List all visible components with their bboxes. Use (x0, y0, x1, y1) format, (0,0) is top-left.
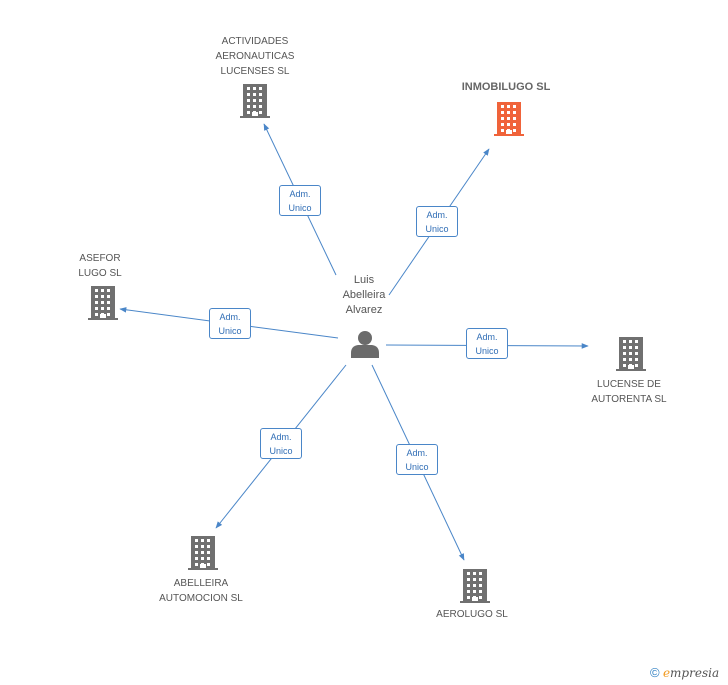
building-icon[interactable] (616, 337, 646, 376)
building-icon[interactable] (494, 102, 524, 141)
company-label-abelleira[interactable]: ABELLEIRA AUTOMOCION SL (159, 578, 243, 604)
building-icon[interactable] (460, 569, 490, 608)
company-label-asefor[interactable]: ASEFOR LUGO SL (78, 253, 122, 279)
brand-name: mpresia (670, 666, 720, 680)
person-name[interactable]: Luis Abelleira Alvarez (342, 274, 386, 316)
brand-initial: e (662, 666, 671, 680)
building-icon[interactable] (88, 286, 118, 325)
role-badge-actividades[interactable]: Adm. Unico (279, 185, 321, 216)
building-icon[interactable] (188, 536, 218, 575)
building-icon[interactable] (240, 84, 270, 123)
footer-brand: © empresia (650, 665, 719, 680)
company-label-actividades[interactable]: ACTIVIDADES AERONAUTICAS LUCENSES SL (215, 36, 295, 77)
role-badge-lucense[interactable]: Adm. Unico (466, 328, 508, 359)
role-badge-abelleira[interactable]: Adm. Unico (260, 428, 302, 459)
role-badge-inmobilugo[interactable]: Adm. Unico (416, 206, 458, 237)
copyright-icon: © (650, 665, 660, 680)
role-badge-aerolugo[interactable]: Adm. Unico (396, 444, 438, 475)
company-label-aerolugo[interactable]: AEROLUGO SL (436, 609, 508, 620)
role-badge-asefor[interactable]: Adm. Unico (209, 308, 251, 339)
company-label-lucense[interactable]: LUCENSE DE AUTORENTA SL (591, 379, 667, 405)
person-icon[interactable] (350, 330, 380, 363)
company-label-inmobilugo[interactable]: INMOBILUGO SL (461, 81, 551, 93)
